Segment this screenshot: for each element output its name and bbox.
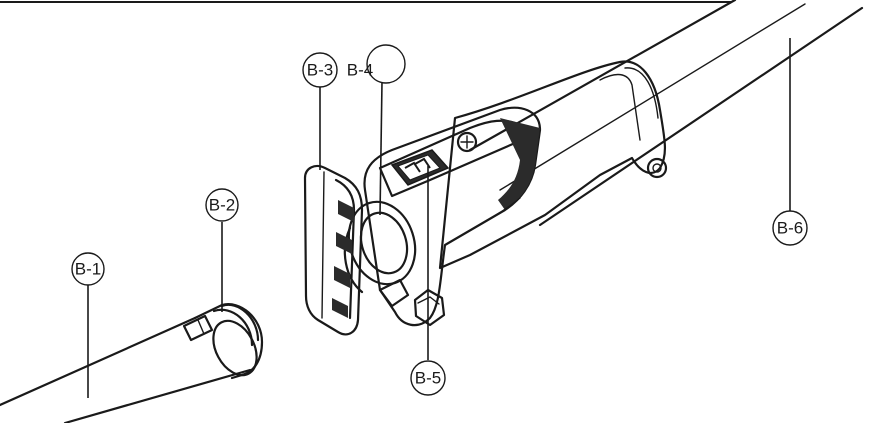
callout-b1: B-1 [71, 252, 105, 286]
callout-b5: B-5 [410, 360, 446, 396]
callout-b2: B-2 [205, 188, 239, 222]
callout-b4-label: B-4 [347, 61, 373, 80]
callout-b3: B-3 [302, 52, 338, 88]
callout-b2-label: B-2 [209, 196, 235, 215]
callout-b6-label: B-6 [777, 219, 803, 238]
upper-shaft-tube [468, 0, 885, 227]
coupler-housing [343, 60, 668, 327]
tube-end-plug [182, 303, 264, 380]
callout-b5-label: B-5 [415, 369, 441, 388]
release-lever [390, 149, 450, 186]
callout-b6: B-6 [772, 210, 808, 246]
callout-b3-label: B-3 [307, 61, 333, 80]
callout-b4: B-4 [347, 44, 406, 84]
leader-b4 [379, 81, 383, 216]
lower-shaft-tube [0, 316, 252, 423]
clamp-cap-piece [303, 164, 364, 336]
callout-b1-label: B-1 [75, 260, 101, 279]
